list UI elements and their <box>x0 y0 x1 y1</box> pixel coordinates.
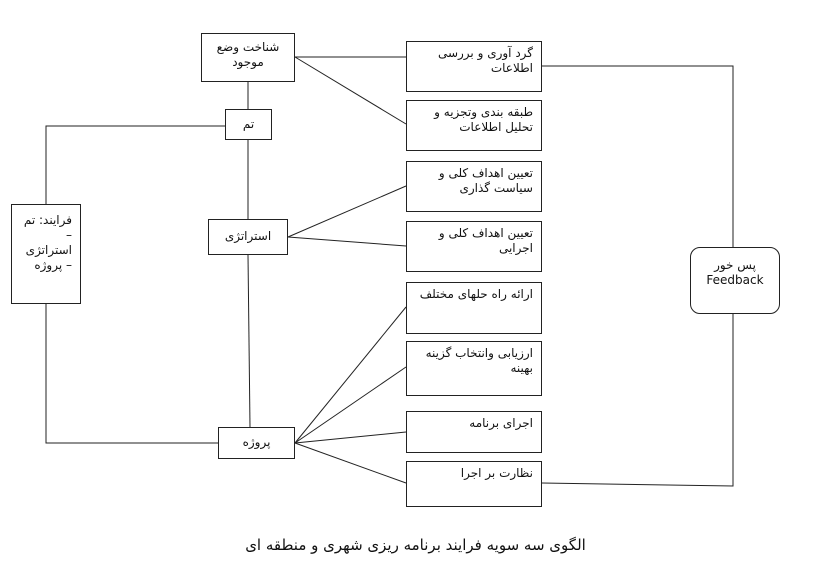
strategy-box: استراتژی <box>208 219 288 255</box>
implement-label: اجرای برنامه <box>469 416 533 430</box>
feedback-label-fa: پس خور <box>714 258 756 272</box>
process-box: فرایند: تم – استراتژی – پروژه <box>11 204 81 304</box>
evaluate-label: ارزیابی وانتخاب گزینه بهینه <box>425 346 533 375</box>
alternatives-box: ارائه راه حلهای مختلف <box>406 282 542 334</box>
diagram-caption: الگوی سه سویه فرایند برنامه ریزی شهری و … <box>245 536 586 554</box>
collect-box: گرد آوری و بررسی اطلاعات <box>406 41 542 92</box>
alternatives-label: ارائه راه حلهای مختلف <box>419 287 533 301</box>
monitor-label: نظارت بر اجرا <box>460 466 533 480</box>
project-box: پروژه <box>218 427 295 459</box>
feedback-box: پس خور Feedback <box>690 247 780 314</box>
classify-label: طبقه بندی وتجزیه و تحلیل اطلاعات <box>434 105 533 134</box>
collect-label: گرد آوری و بررسی اطلاعات <box>437 46 533 75</box>
goals-policy-label: تعیین اهداف کلی و سیاست گذاری <box>438 166 533 195</box>
existing-situation-label: شناخت وضع موجود <box>216 40 280 69</box>
feedback-label-en: Feedback <box>706 273 764 287</box>
goals-exec-box: تعیین اهداف کلی و اجرایی <box>406 221 542 272</box>
goals-exec-label: تعیین اهداف کلی و اجرایی <box>438 226 533 255</box>
project-label: پروژه <box>242 435 271 449</box>
classify-box: طبقه بندی وتجزیه و تحلیل اطلاعات <box>406 100 542 151</box>
evaluate-box: ارزیابی وانتخاب گزینه بهینه <box>406 341 542 396</box>
existing-situation-box: شناخت وضع موجود <box>201 33 295 82</box>
implement-box: اجرای برنامه <box>406 411 542 453</box>
process-label: فرایند: تم – استراتژی – پروژه <box>23 213 72 272</box>
theme-label: تم <box>242 117 255 131</box>
theme-box: تم <box>225 109 272 140</box>
monitor-box: نظارت بر اجرا <box>406 461 542 507</box>
strategy-label: استراتژی <box>224 229 272 243</box>
goals-policy-box: تعیین اهداف کلی و سیاست گذاری <box>406 161 542 212</box>
